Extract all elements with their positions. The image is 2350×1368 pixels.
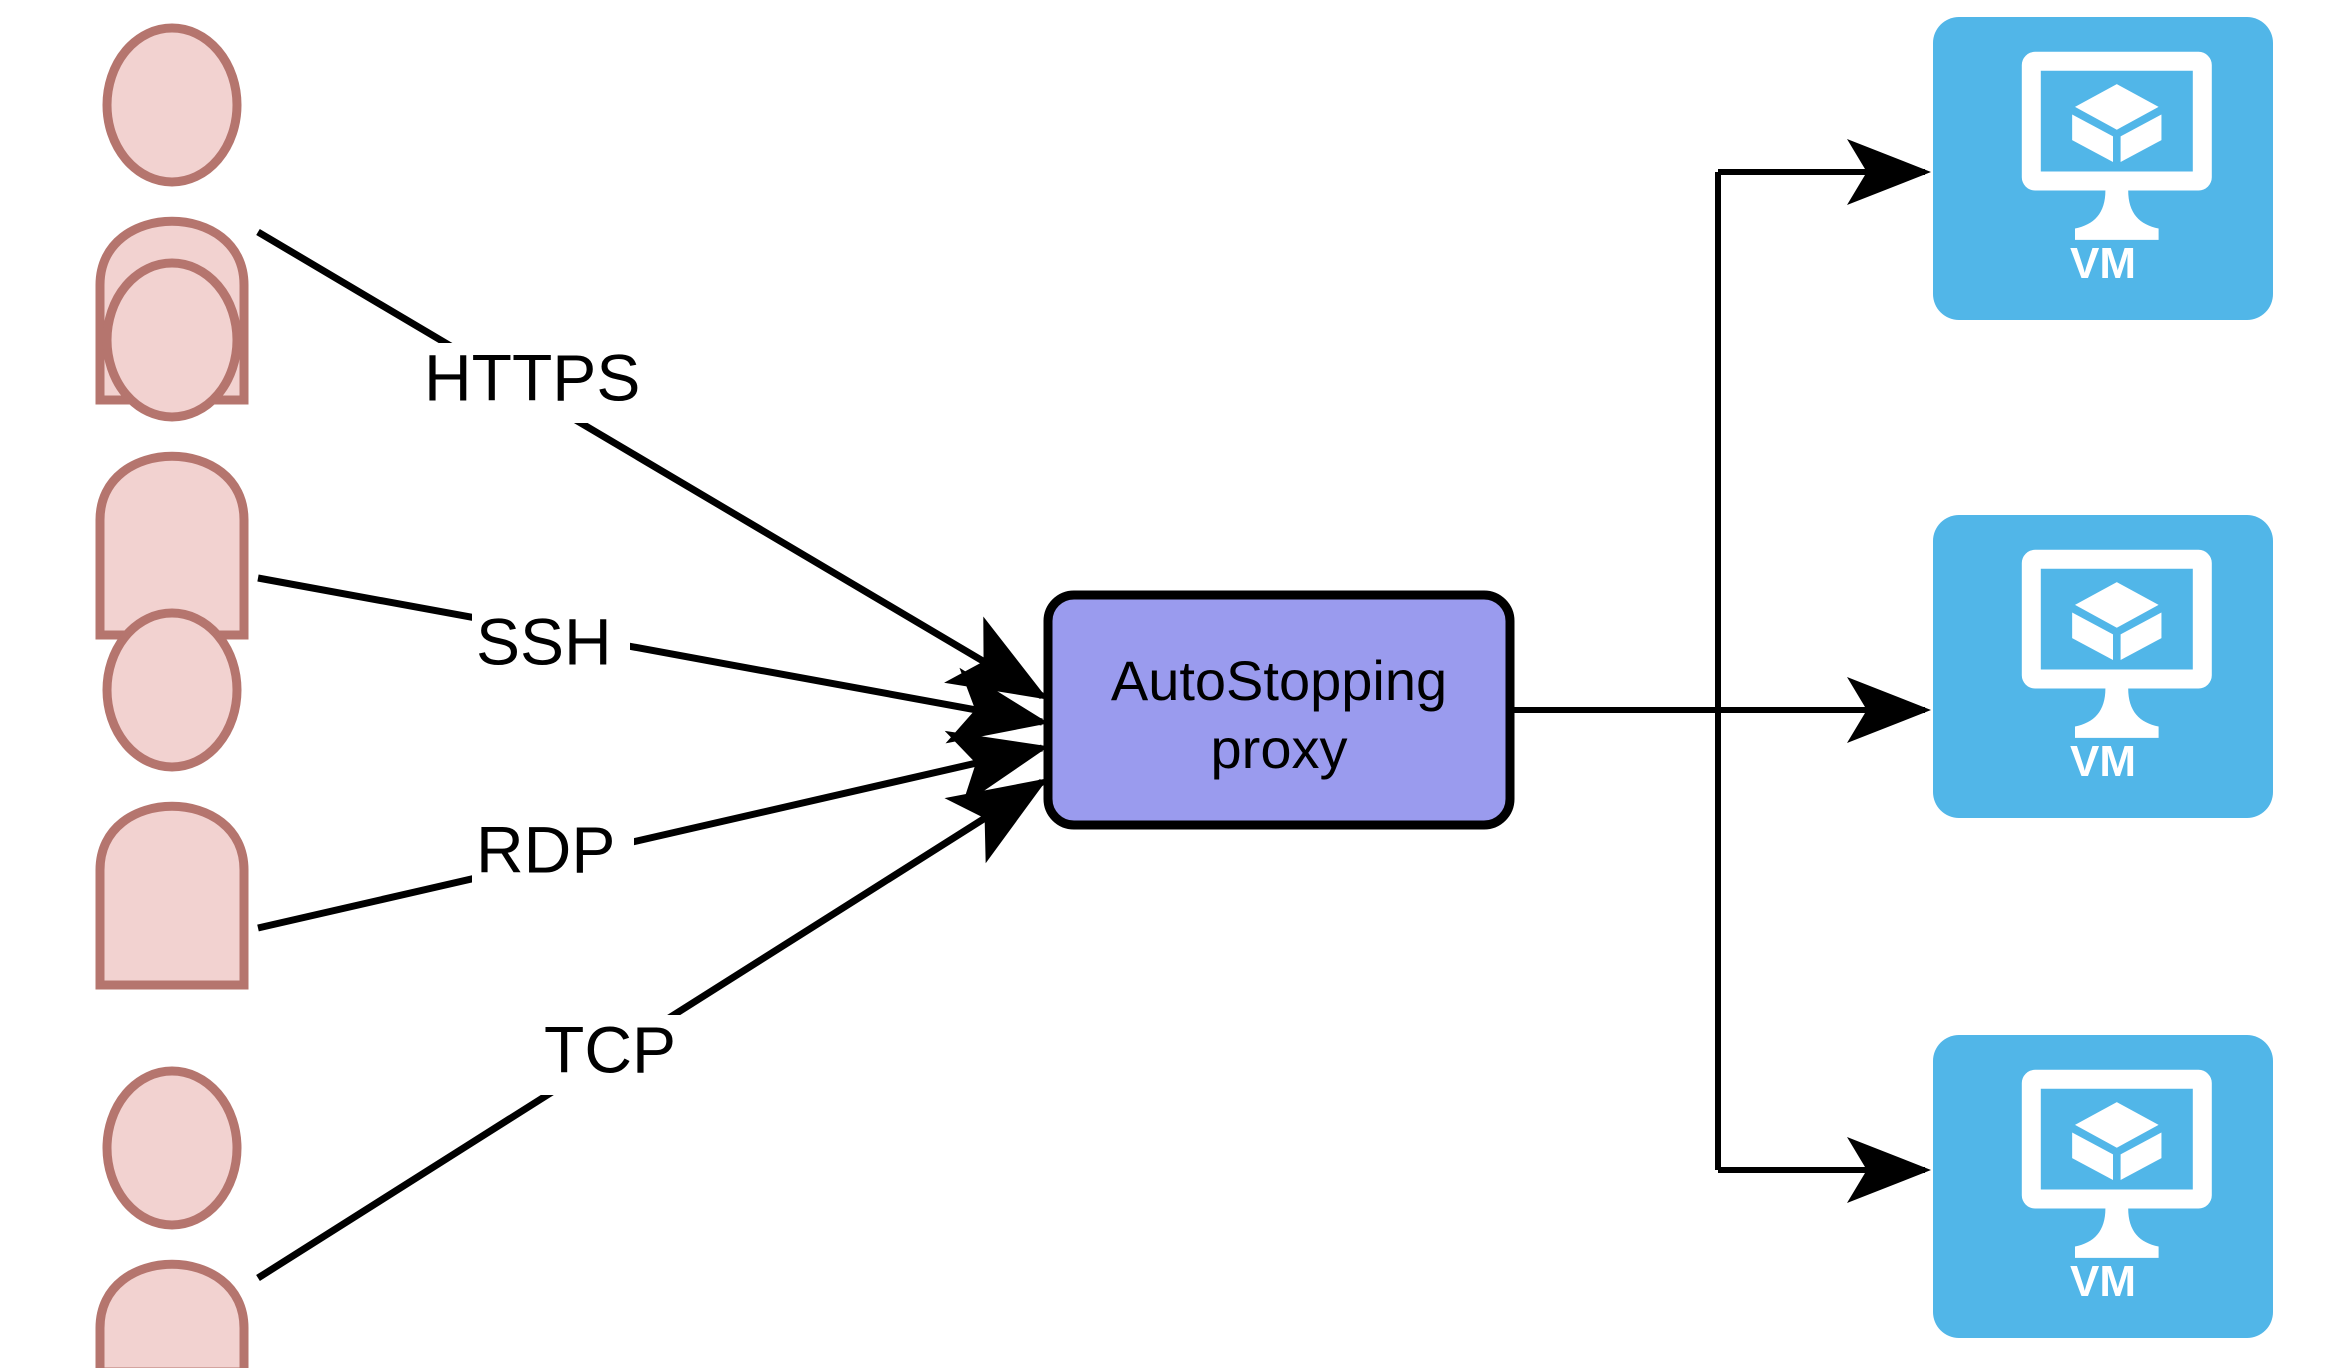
edge-label-tcp-group: TCP: [540, 1012, 698, 1095]
connector-https: [256, 228, 1049, 700]
person-icon-user-3[interactable]: [95, 608, 249, 990]
proxy-label-line2: proxy: [1211, 717, 1348, 780]
connector-ssh: [257, 574, 1049, 744]
edge-label-tcp: TCP: [544, 1012, 676, 1086]
edge-label-https: HTTPS: [424, 340, 640, 414]
person-icon-user-2[interactable]: [95, 258, 249, 640]
edge-label-ssh-group: SSH: [472, 604, 630, 687]
vm-node-2[interactable]: VM: [1933, 515, 2273, 818]
person-icon-user-4[interactable]: [95, 1066, 249, 1368]
vm-node-3[interactable]: VM: [1933, 1035, 2273, 1338]
vm-label-1: VM: [2070, 239, 2136, 288]
connector-rdp: [257, 730, 1049, 932]
edge-label-https-group: HTTPS: [420, 340, 650, 423]
autostopping-proxy-node[interactable]: AutoStopping proxy: [1043, 590, 1515, 830]
edge-label-rdp-group: RDP: [472, 812, 634, 895]
proxy-label-line1: AutoStopping: [1111, 649, 1447, 712]
edge-label-rdp: RDP: [476, 812, 615, 886]
connector-proxy-to-bus: [1510, 172, 1721, 1170]
vm-node-1[interactable]: VM: [1933, 17, 2273, 320]
vm-label-3: VM: [2070, 1257, 2136, 1306]
vm-label-2: VM: [2070, 737, 2136, 786]
edge-label-ssh: SSH: [476, 604, 612, 678]
